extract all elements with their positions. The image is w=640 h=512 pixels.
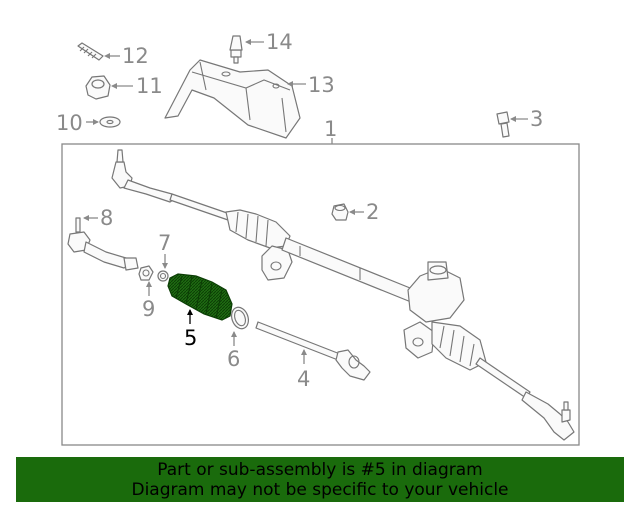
parts-diagram: 1 2 3 4 5 6 7 8 9 10 11 12 13 14 bbox=[56, 30, 580, 446]
part-2-bushing bbox=[331, 203, 349, 221]
part-14-bolt bbox=[229, 35, 243, 64]
assembly-frame bbox=[61, 143, 580, 446]
callout-9[interactable]: 9 bbox=[142, 297, 155, 321]
part-9-nut bbox=[138, 265, 154, 281]
part-8-tie-rod-end bbox=[67, 217, 139, 271]
callout-14[interactable]: 14 bbox=[266, 30, 293, 54]
callout-6[interactable]: 6 bbox=[227, 347, 240, 371]
part-7-clamp bbox=[157, 270, 169, 282]
part-12-stud bbox=[77, 42, 104, 61]
part-13-shield bbox=[164, 59, 301, 139]
banner-line-1: Part or sub-assembly is #5 in diagram bbox=[157, 460, 483, 480]
part-5-boot bbox=[167, 273, 233, 321]
callout-5-arrowhead bbox=[187, 309, 193, 315]
callout-12[interactable]: 12 bbox=[122, 44, 149, 68]
banner-line-2: Diagram may not be specific to your vehi… bbox=[131, 480, 509, 500]
callout-5[interactable]: 5 bbox=[184, 326, 197, 350]
info-banner: Part or sub-assembly is #5 in diagram Di… bbox=[16, 457, 624, 502]
callout-10[interactable]: 10 bbox=[56, 111, 83, 135]
part-6-clamp bbox=[230, 306, 250, 330]
part-10-washer bbox=[99, 116, 121, 128]
callout-11[interactable]: 11 bbox=[136, 74, 163, 98]
callout-7[interactable]: 7 bbox=[158, 231, 171, 255]
part-1-steering-rack bbox=[111, 149, 575, 441]
callout-1[interactable]: 1 bbox=[324, 117, 337, 141]
part-3-bolt bbox=[496, 111, 510, 138]
leader-arrowheads bbox=[83, 39, 516, 355]
part-4-inner-tie-rod bbox=[255, 321, 371, 381]
part-11-nut bbox=[85, 75, 111, 100]
callout-8[interactable]: 8 bbox=[100, 206, 113, 230]
callout-3[interactable]: 3 bbox=[530, 107, 543, 131]
callout-2[interactable]: 2 bbox=[366, 200, 379, 224]
callout-13[interactable]: 13 bbox=[308, 73, 335, 97]
callout-4[interactable]: 4 bbox=[297, 367, 310, 391]
